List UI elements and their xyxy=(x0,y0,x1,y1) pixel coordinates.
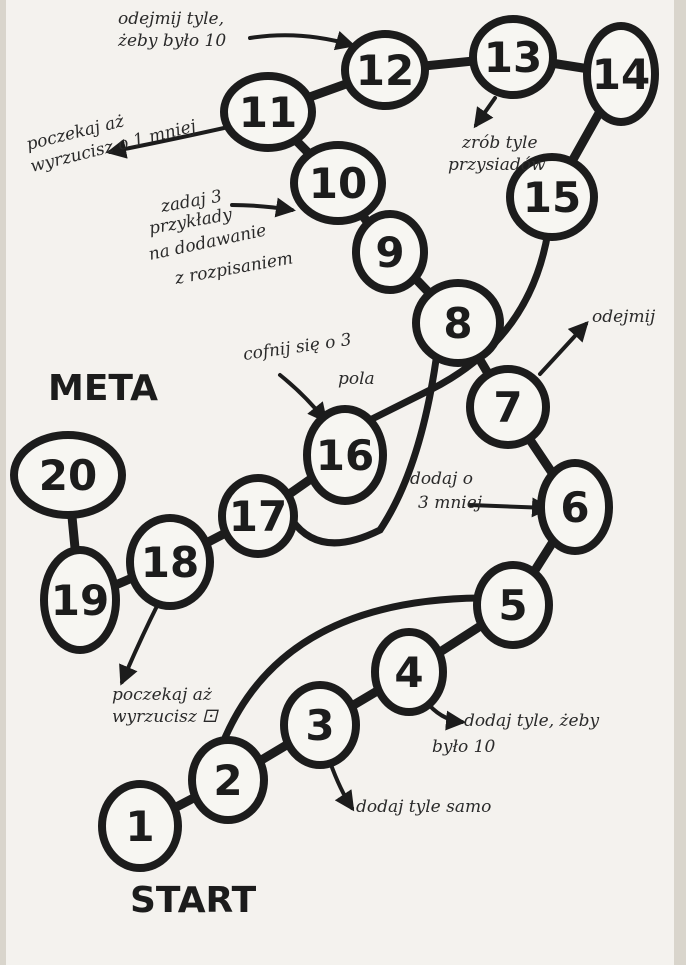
field-1-number: 1 xyxy=(125,802,154,851)
field-8-oval xyxy=(412,279,504,367)
field-13-oval xyxy=(469,15,557,99)
field-2: 2 xyxy=(188,736,268,824)
note-6-line2: 3 mniej xyxy=(418,493,483,513)
note-4-line1: dodaj tyle, żeby xyxy=(464,711,599,731)
jump-2-to-5 xyxy=(218,594,484,749)
field-11-oval xyxy=(220,72,316,152)
field-5-number: 5 xyxy=(498,581,527,630)
field-17: 17 xyxy=(218,474,298,558)
field-4: 4 xyxy=(371,628,447,716)
field-15-oval xyxy=(506,153,598,241)
note-13-line1: zrób tyle xyxy=(461,133,538,153)
field-14-number: 14 xyxy=(592,50,650,99)
field-17-oval xyxy=(218,474,298,558)
note-6-line1: dodaj o xyxy=(410,469,473,489)
field-11-number: 11 xyxy=(239,88,297,137)
field-14-oval xyxy=(583,22,659,126)
field-18-number: 18 xyxy=(141,538,199,587)
field-6-number: 6 xyxy=(560,483,589,532)
note-3-line1: dodaj tyle samo xyxy=(356,797,491,817)
field-12-number: 12 xyxy=(356,46,414,95)
field-13: 13 xyxy=(469,15,557,99)
field-19-oval xyxy=(40,546,120,654)
field-16: 16 xyxy=(303,405,387,505)
field-11: 11 xyxy=(220,72,316,152)
arrow-to-6 xyxy=(468,497,552,518)
field-9-oval xyxy=(352,210,428,294)
field-15-number: 15 xyxy=(523,173,581,222)
arrow-from-11 xyxy=(106,126,226,159)
field-9-number: 9 xyxy=(375,228,404,277)
field-18-oval xyxy=(126,514,214,610)
field-10-oval xyxy=(290,141,386,225)
field-4-number: 4 xyxy=(394,648,423,697)
note-12-line2: żeby było 10 xyxy=(117,31,226,51)
field-5-oval xyxy=(473,561,553,649)
field-16-oval xyxy=(303,405,387,505)
jump-curves xyxy=(218,228,552,749)
field-6-oval xyxy=(537,459,613,555)
board-fields: 1 2 3 4 5 6 7 8 9 10 11 12 13 14 15 16 1… xyxy=(10,15,659,872)
field-6: 6 xyxy=(537,459,613,555)
field-16-number: 16 xyxy=(316,431,374,480)
start-label: START xyxy=(130,880,257,921)
field-5: 5 xyxy=(473,561,553,649)
field-2-oval xyxy=(188,736,268,824)
arrow-from-18 xyxy=(119,602,160,686)
arrow-to-12 xyxy=(248,30,356,51)
field-17-number: 17 xyxy=(229,492,287,541)
note-arrows xyxy=(106,30,589,812)
field-10: 10 xyxy=(290,141,386,225)
field-12: 12 xyxy=(341,30,429,110)
note-12-line1: odejmij tyle, xyxy=(118,9,224,29)
field-3: 3 xyxy=(280,681,360,769)
meta-label: META xyxy=(48,368,158,409)
field-10-number: 10 xyxy=(309,159,367,208)
field-20-oval xyxy=(10,431,126,519)
arrow-to-10 xyxy=(230,197,296,218)
field-15: 15 xyxy=(506,153,598,241)
jump-15-to-16 xyxy=(346,228,552,434)
field-2-number: 2 xyxy=(213,756,242,805)
field-7-number: 7 xyxy=(493,383,522,432)
field-1: 1 xyxy=(98,780,182,872)
field-4-oval xyxy=(371,628,447,716)
field-8: 8 xyxy=(412,279,504,367)
field-14: 14 xyxy=(583,22,659,126)
note-4-line2: było 10 xyxy=(432,737,495,757)
note-7-line1: odejmij xyxy=(592,307,656,327)
field-12-oval xyxy=(341,30,429,110)
field-20: 20 xyxy=(10,431,126,519)
note-13-line2: przysiadów xyxy=(448,155,546,175)
field-9: 9 xyxy=(352,210,428,294)
note-16-line2: pola xyxy=(338,369,375,389)
field-1-oval xyxy=(98,780,182,872)
field-3-oval xyxy=(280,681,360,769)
field-18: 18 xyxy=(126,514,214,610)
note-18-line2: wyrzucisz ⚀ xyxy=(112,707,219,727)
field-20-number: 20 xyxy=(39,451,97,500)
field-19: 19 xyxy=(40,546,120,654)
arrow-from-7 xyxy=(538,321,589,376)
field-13-number: 13 xyxy=(484,33,542,82)
field-7: 7 xyxy=(466,365,550,449)
field-7-oval xyxy=(466,365,550,449)
jump-17-to-8 xyxy=(288,356,440,547)
field-8-number: 8 xyxy=(443,299,472,348)
arrow-from-13 xyxy=(473,96,497,129)
field-3-number: 3 xyxy=(305,701,334,750)
note-18-line1: poczekaj aż xyxy=(112,685,213,705)
field-19-number: 19 xyxy=(51,576,109,625)
